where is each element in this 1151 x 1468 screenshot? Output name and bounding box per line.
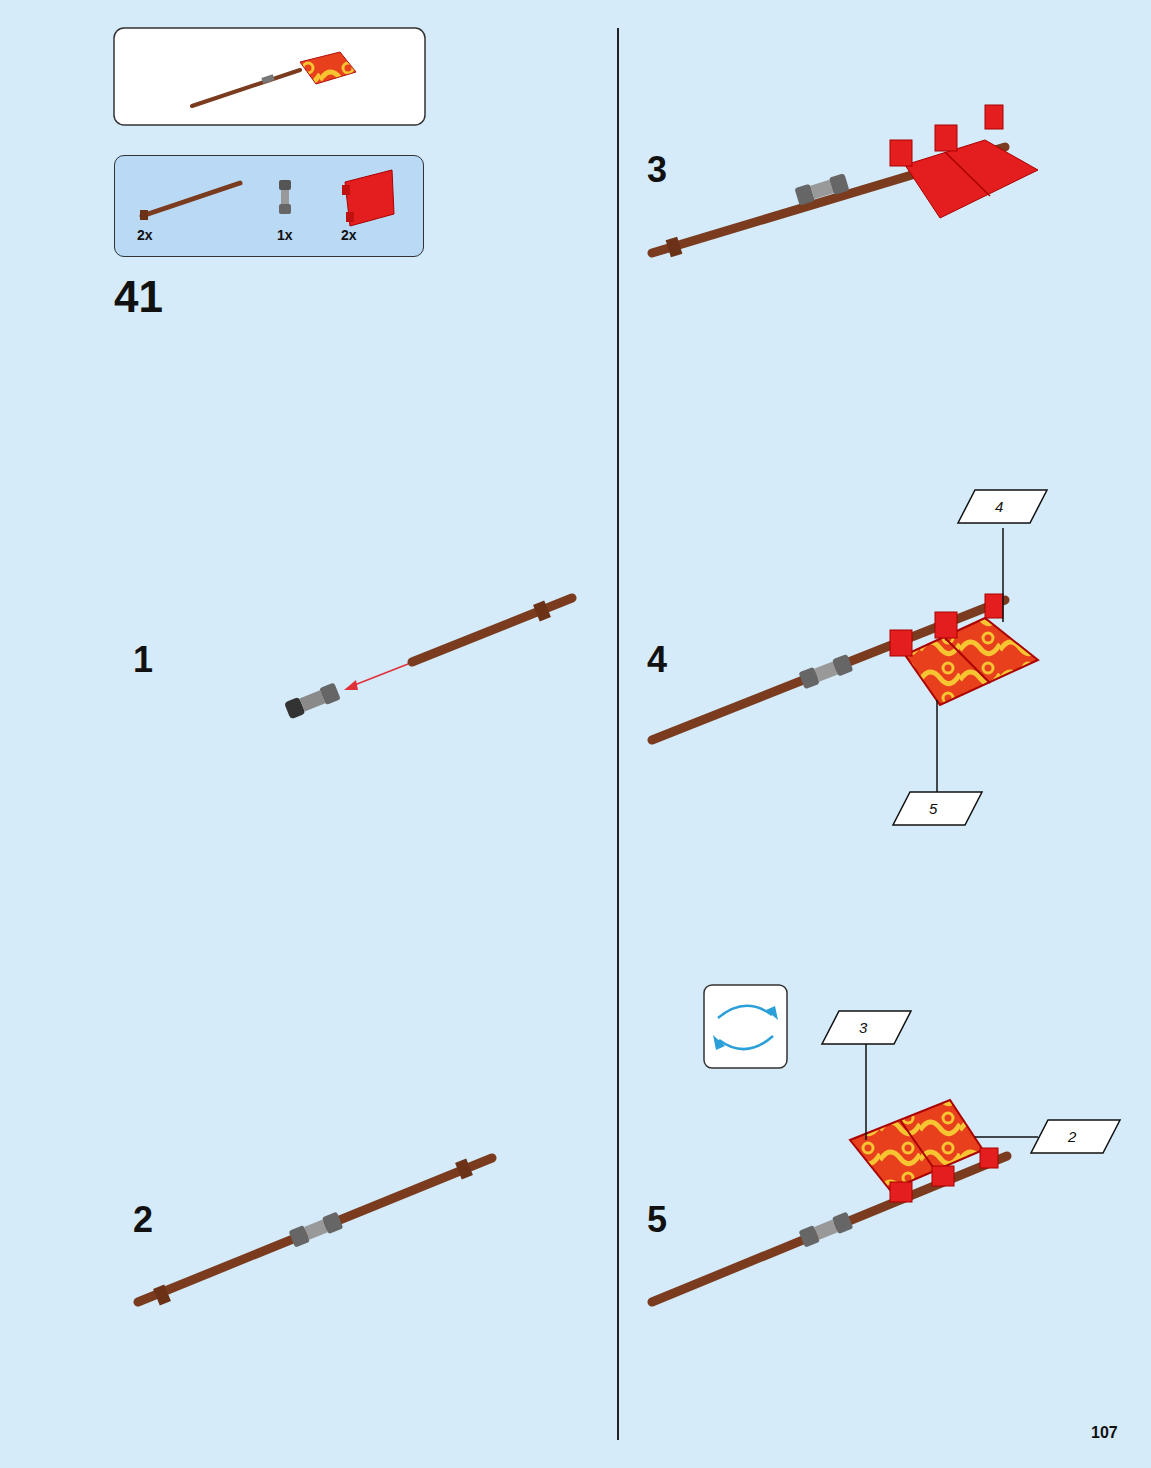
part-count: 2x — [137, 228, 153, 242]
step-number: 5 — [647, 1202, 667, 1238]
step-group-number: 41 — [114, 275, 163, 319]
sticker-callout: 3 — [859, 1020, 867, 1035]
part-count: 2x — [341, 228, 357, 242]
step-number: 3 — [647, 152, 667, 188]
parts-list-box: 2x 1x 2x — [114, 155, 424, 257]
step-number: 2 — [133, 1202, 153, 1238]
sticker-callout: 5 — [929, 801, 937, 816]
step-number: 4 — [647, 642, 667, 678]
page-number: 107 — [1091, 1425, 1118, 1441]
sticker-callout: 4 — [995, 499, 1003, 514]
step-number: 1 — [133, 642, 153, 678]
part-count: 1x — [277, 228, 293, 242]
sticker-callout: 2 — [1068, 1129, 1076, 1144]
